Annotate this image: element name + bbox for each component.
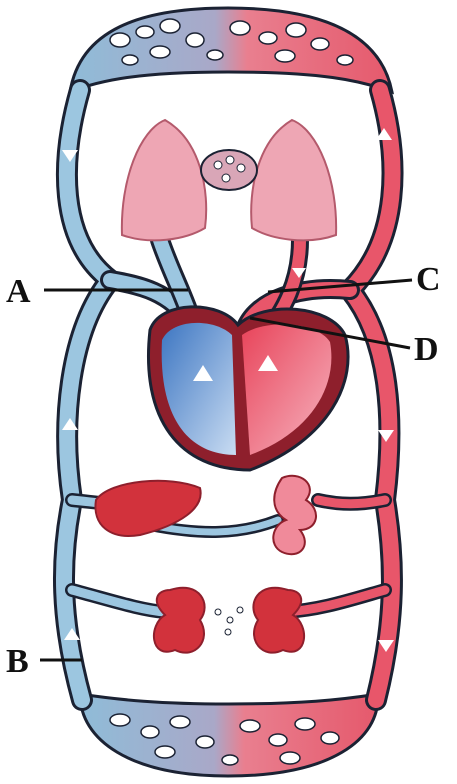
upper-capillary-bed (70, 8, 392, 92)
label-C-text: C (416, 261, 441, 298)
lower-capillary-bed (80, 694, 378, 776)
lungs (122, 120, 336, 240)
intestine (273, 476, 316, 554)
label-B-text: B (6, 643, 29, 680)
kidneys (154, 588, 304, 653)
label-A-text: A (6, 273, 31, 310)
label-D-text: D (414, 331, 439, 368)
